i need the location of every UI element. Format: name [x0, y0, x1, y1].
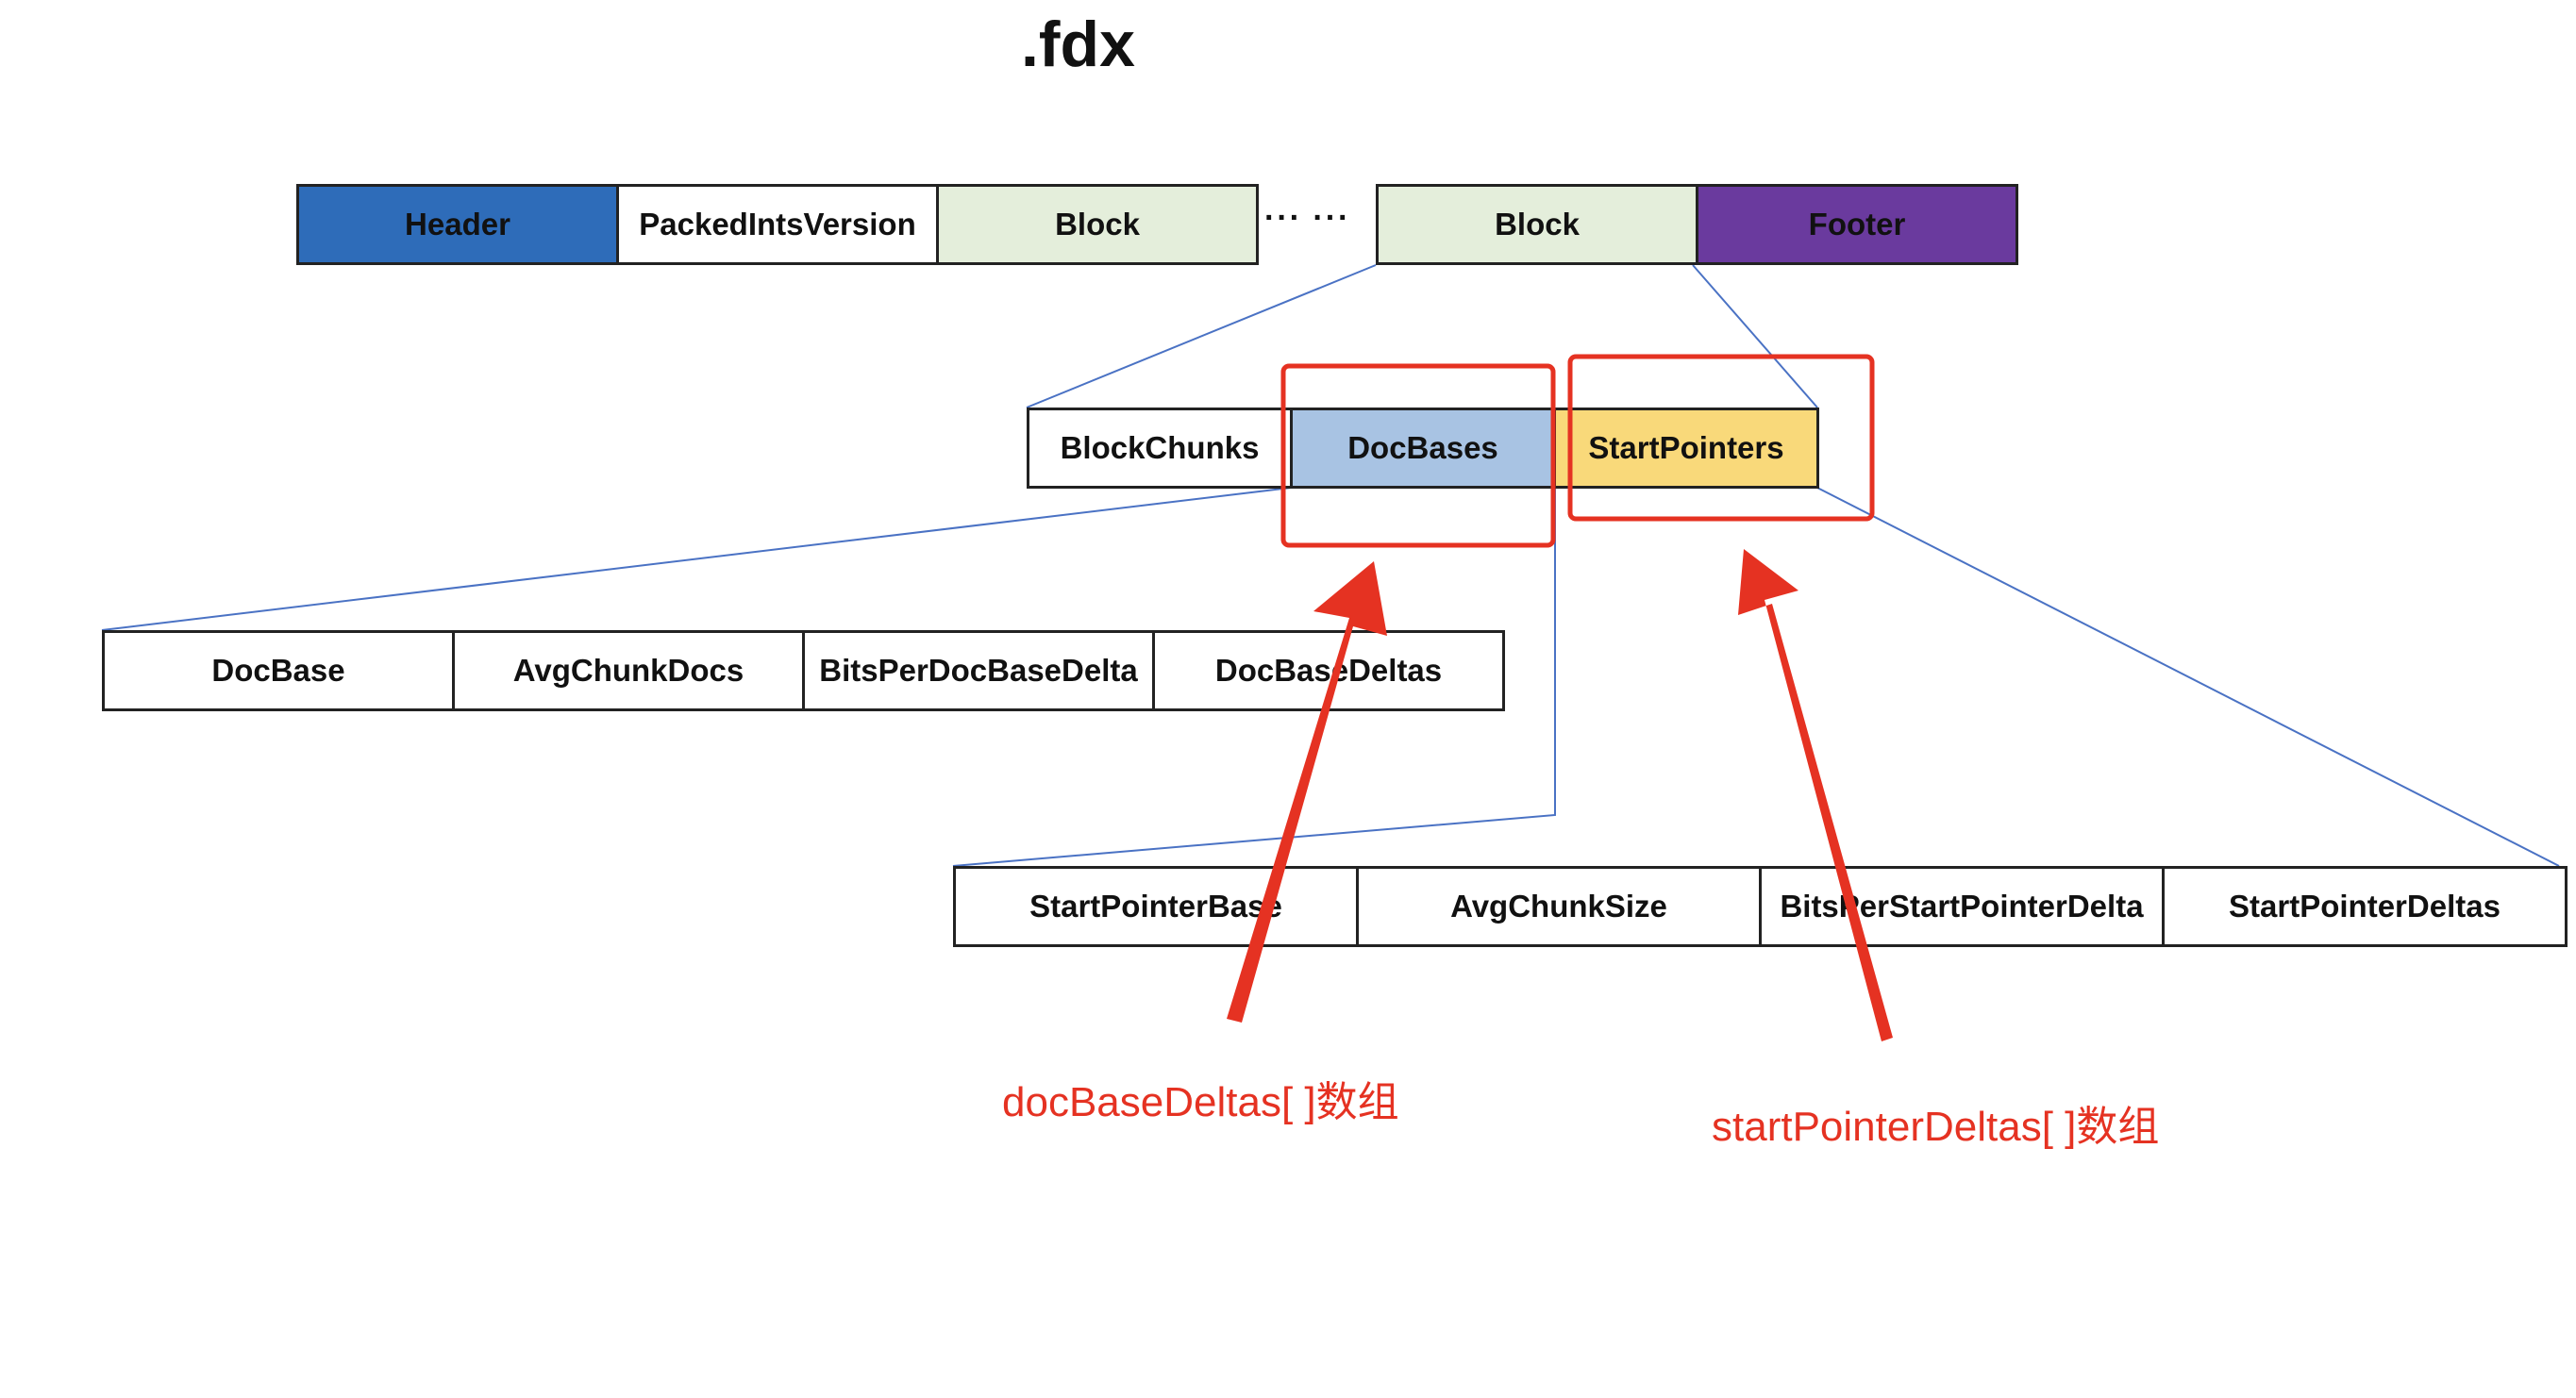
avg-chunk-size-label: AvgChunkSize: [1450, 889, 1667, 924]
start-pointer-deltas-cell: StartPointerDeltas: [2162, 866, 2568, 947]
block-chunks-label: BlockChunks: [1060, 430, 1260, 465]
packed-ints-version-label: PackedIntsVersion: [639, 207, 916, 241]
connector-docbases-left: [101, 487, 1292, 631]
block-label-last: Block: [1495, 207, 1580, 241]
start-pointers-detail-row: StartPointerBase AvgChunkSize BitsPerSta…: [953, 866, 2568, 947]
block-cell-first: Block: [936, 184, 1259, 265]
doc-base-deltas-label: DocBaseDeltas: [1214, 653, 1443, 688]
doc-base-label: DocBase: [211, 653, 345, 688]
start-pointer-base-label: StartPointerBase: [1029, 889, 1282, 924]
start-pointer-arrow-icon: [1738, 549, 1893, 1041]
connector-block-left: [1026, 264, 1377, 408]
ellipsis: ··· ···: [1264, 200, 1351, 236]
bits-per-start-pointer-delta-label: BitsPerStartPointerDelta: [1780, 889, 2144, 924]
start-pointer-deltas-label: StartPointerDeltas: [2229, 889, 2501, 924]
block-label-first: Block: [1055, 207, 1140, 241]
header-cell: Header: [296, 184, 619, 265]
diagram-title: .fdx: [1021, 8, 1135, 80]
start-pointer-deltas-note: startPointerDeltas[ ]数组: [1712, 1104, 2160, 1150]
start-pointers-cell: StartPointers: [1553, 408, 1819, 489]
fdx-top-row: Header PackedIntsVersion Block: [296, 184, 1259, 265]
fdx-top-row-right: Block Footer: [1376, 184, 2018, 265]
connector-startpointers-left: [952, 488, 1556, 867]
footer-cell: Footer: [1696, 184, 2018, 265]
start-pointers-label: StartPointers: [1588, 430, 1784, 465]
connector-block-right: [1692, 264, 1818, 408]
block-detail-row: BlockChunks DocBases StartPointers: [1027, 408, 1819, 489]
doc-bases-cell: DocBases: [1290, 408, 1556, 489]
header-label: Header: [405, 207, 510, 241]
bits-per-doc-base-delta-label: BitsPerDocBaseDelta: [819, 653, 1138, 688]
doc-base-deltas-note: docBaseDeltas[ ]数组: [1002, 1079, 1399, 1125]
doc-base-arrow-icon: [1227, 561, 1387, 1023]
connector-startpointers-right: [1816, 487, 2560, 867]
start-pointers-highlight-box: [1567, 354, 1875, 522]
avg-chunk-docs-label: AvgChunkDocs: [512, 653, 744, 688]
bits-per-doc-base-delta-cell: BitsPerDocBaseDelta: [802, 630, 1155, 711]
doc-bases-label: DocBases: [1347, 430, 1498, 465]
packed-ints-version-cell: PackedIntsVersion: [616, 184, 939, 265]
doc-bases-highlight-box: [1280, 363, 1556, 548]
footer-label: Footer: [1808, 207, 1906, 241]
block-cell-last: Block: [1376, 184, 1698, 265]
block-chunks-cell: BlockChunks: [1027, 408, 1293, 489]
